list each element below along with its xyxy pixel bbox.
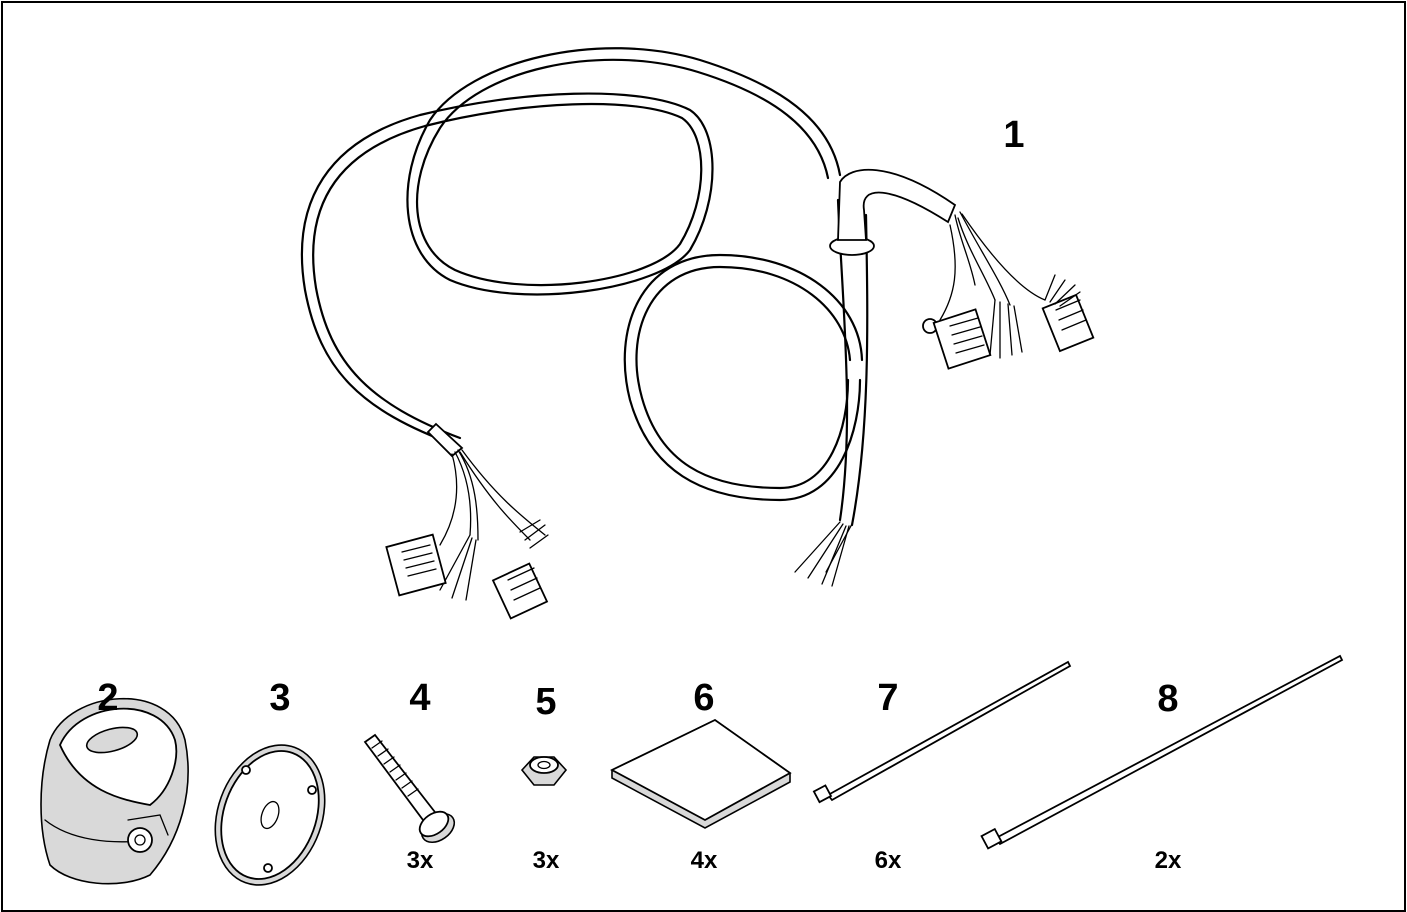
harness-cable-loop-upper bbox=[300, 47, 842, 447]
bolt bbox=[363, 733, 456, 844]
part-number-8: 8 bbox=[1157, 678, 1178, 720]
adhesive-pad bbox=[610, 718, 792, 829]
quantity-label-8: 2x bbox=[1155, 847, 1182, 874]
quantity-label-7: 6x bbox=[875, 847, 902, 874]
part-number-1: 1 bbox=[1003, 114, 1024, 156]
harness-cable-loop-lower bbox=[623, 168, 957, 587]
trailer-socket bbox=[40, 697, 189, 885]
cable-tie-large bbox=[980, 654, 1344, 850]
quantity-label-4: 3x bbox=[407, 847, 434, 874]
socket-seal bbox=[214, 744, 326, 886]
harness-left-connectors bbox=[385, 422, 549, 620]
part-number-3: 3 bbox=[269, 677, 290, 719]
nut bbox=[520, 756, 568, 786]
cable-tie-small bbox=[812, 660, 1072, 804]
part-number-2: 2 bbox=[97, 677, 118, 719]
part-number-4: 4 bbox=[409, 677, 430, 719]
part-number-5: 5 bbox=[535, 681, 556, 723]
quantity-label-6: 4x bbox=[691, 847, 718, 874]
wiring-harness bbox=[300, 47, 1095, 620]
part-number-7: 7 bbox=[877, 677, 898, 719]
quantity-label-5: 3x bbox=[533, 847, 560, 874]
harness-right-connectors bbox=[922, 211, 1095, 370]
part-number-6: 6 bbox=[693, 677, 714, 719]
